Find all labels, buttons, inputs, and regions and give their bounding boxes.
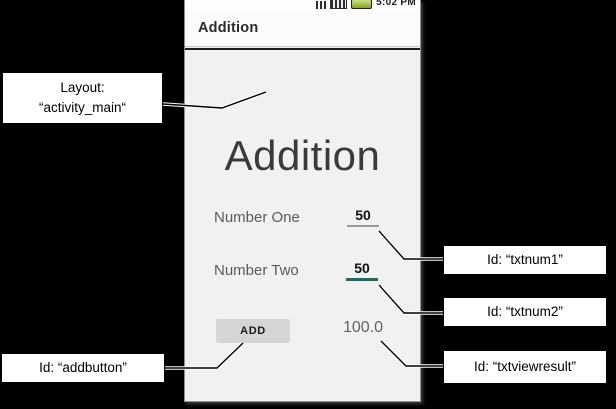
- callout-layout-line2: “activity_main“: [38, 100, 127, 115]
- callout-txtnum1: Id: “txtnum1”: [443, 245, 607, 275]
- status-time: 5:02 PM: [376, 0, 416, 8]
- add-button[interactable]: ADD: [216, 319, 290, 343]
- callout-layout-line1: Layout:: [60, 80, 105, 96]
- label-number-one: Number One: [214, 209, 300, 226]
- callout-txtviewresult: Id: “txtviewresult”: [443, 350, 607, 384]
- label-number-two: Number Two: [214, 262, 299, 279]
- callout-txtnum2-label: Id: “txtnum2”: [487, 304, 563, 320]
- callout-txtnum2: Id: “txtnum2”: [443, 297, 607, 327]
- status-bar: 5:02 PM: [185, 0, 420, 10]
- app-bar: Addition: [185, 10, 420, 47]
- callout-layout-activity-main: Layout: “activity_main“: [2, 72, 163, 124]
- txtnum1-input[interactable]: [347, 207, 379, 227]
- callout-txtviewresult-label: Id: “txtviewresult”: [473, 359, 577, 375]
- result-textview: 100.0: [343, 319, 384, 336]
- status-bar-icons: 5:02 PM: [316, 0, 416, 9]
- network-icon: [330, 0, 348, 9]
- app-bar-divider: [185, 48, 420, 50]
- callout-addbutton-label: Id: “addbutton”: [39, 360, 127, 376]
- callout-txtnum1-label: Id: “txtnum1”: [487, 252, 563, 268]
- callout-addbutton: Id: “addbutton”: [1, 353, 165, 383]
- battery-icon: [351, 0, 373, 9]
- txtnum2-input[interactable]: [346, 260, 378, 281]
- app-bar-title: Addition: [198, 20, 259, 36]
- signal-icon: [316, 1, 327, 9]
- heading-addition: Addition: [224, 132, 381, 179]
- phone-screenshot: 5:02 PM Addition Addition Number One Num…: [184, 0, 421, 402]
